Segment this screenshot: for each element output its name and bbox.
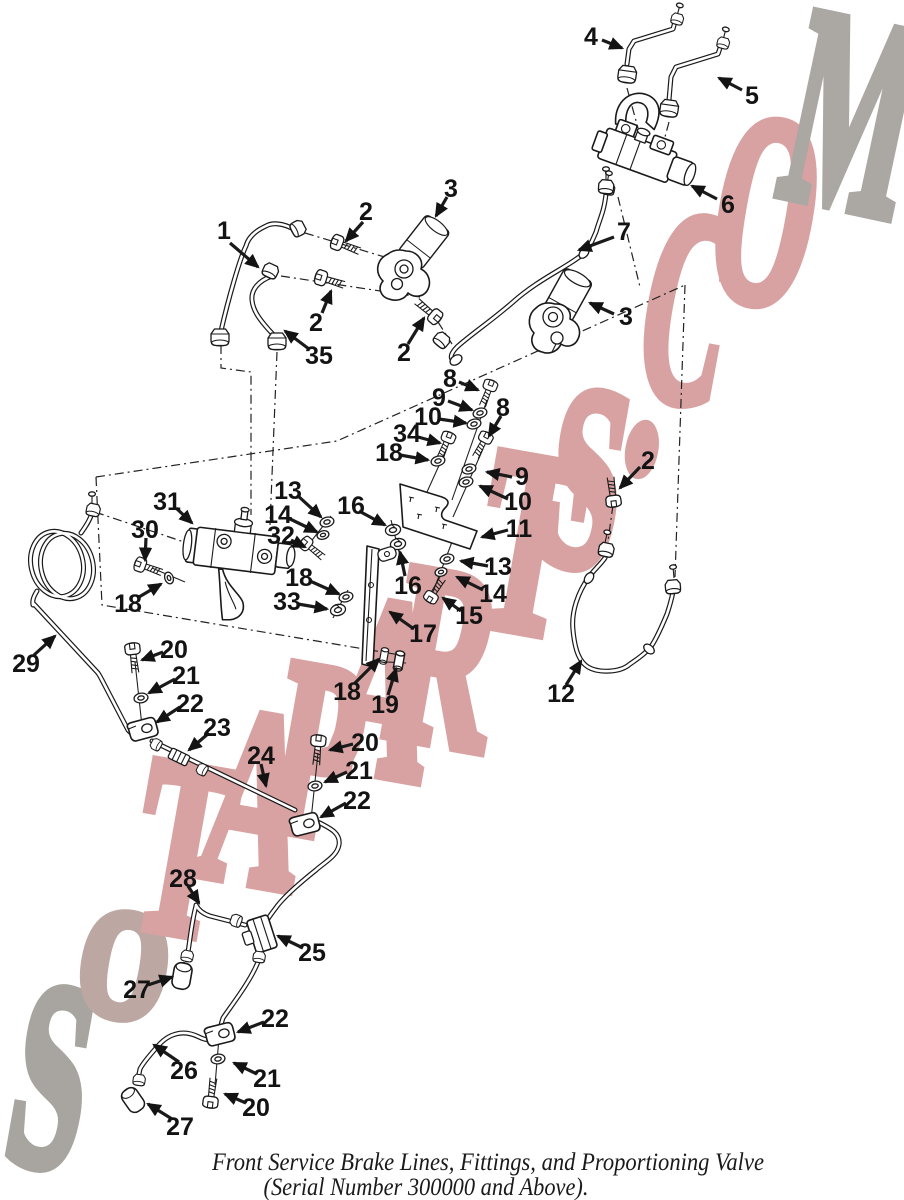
svg-text:22: 22 — [261, 1005, 289, 1033]
svg-text:34: 34 — [393, 420, 421, 448]
svg-text:2: 2 — [309, 309, 323, 337]
svg-text:27: 27 — [166, 1113, 194, 1141]
svg-text:21: 21 — [253, 1065, 281, 1093]
svg-text:33: 33 — [273, 588, 301, 616]
svg-text:10: 10 — [504, 488, 532, 516]
svg-text:11: 11 — [506, 515, 533, 543]
svg-text:20: 20 — [160, 636, 188, 664]
svg-text:18: 18 — [114, 590, 142, 618]
svg-text:29: 29 — [12, 650, 40, 678]
svg-text:10: 10 — [414, 403, 442, 431]
svg-text:22: 22 — [343, 787, 371, 815]
svg-text:14: 14 — [479, 580, 507, 608]
svg-text:24: 24 — [247, 742, 275, 770]
svg-text:3: 3 — [444, 175, 458, 203]
svg-text:14: 14 — [264, 501, 292, 529]
svg-text:16: 16 — [337, 492, 365, 520]
svg-text:21: 21 — [345, 757, 373, 785]
svg-text:5: 5 — [745, 82, 759, 110]
svg-text:25: 25 — [298, 939, 326, 967]
svg-text:16: 16 — [394, 572, 422, 600]
svg-text:32: 32 — [267, 522, 295, 550]
svg-text:28: 28 — [169, 865, 197, 893]
svg-text:(Serial Number 300000 and Abov: (Serial Number 300000 and Above). — [264, 1174, 589, 1200]
svg-text:9: 9 — [432, 384, 446, 412]
svg-text:13: 13 — [484, 553, 512, 581]
svg-text:3: 3 — [619, 303, 633, 331]
svg-text:4: 4 — [584, 23, 598, 51]
svg-text:8: 8 — [496, 394, 510, 422]
svg-text:18: 18 — [375, 439, 403, 467]
svg-text:22: 22 — [176, 690, 204, 718]
svg-text:7: 7 — [617, 218, 631, 246]
svg-text:21: 21 — [172, 662, 200, 690]
svg-text:26: 26 — [170, 1057, 198, 1085]
svg-text:27: 27 — [123, 976, 151, 1004]
svg-text:Front Service Brake Lines, Fit: Front Service Brake Lines, Fittings, and… — [211, 1149, 764, 1176]
svg-text:19: 19 — [371, 691, 399, 719]
svg-text:18: 18 — [285, 564, 313, 592]
svg-text:17: 17 — [409, 620, 437, 648]
svg-text:6: 6 — [721, 191, 735, 219]
svg-text:12: 12 — [547, 680, 575, 708]
svg-text:1: 1 — [217, 217, 231, 245]
svg-text:35: 35 — [305, 342, 333, 370]
svg-text:30: 30 — [131, 516, 159, 544]
svg-text:13: 13 — [274, 477, 302, 505]
svg-text:31: 31 — [153, 488, 181, 516]
svg-text:18: 18 — [333, 678, 361, 706]
svg-text:2: 2 — [397, 339, 411, 367]
svg-text:9: 9 — [515, 463, 529, 491]
svg-text:23: 23 — [203, 714, 231, 742]
svg-text:20: 20 — [242, 1094, 270, 1122]
svg-text:15: 15 — [455, 602, 483, 630]
svg-text:8: 8 — [443, 365, 457, 393]
svg-text:2: 2 — [359, 198, 373, 226]
svg-text:2: 2 — [641, 447, 655, 475]
svg-text:20: 20 — [351, 729, 379, 757]
